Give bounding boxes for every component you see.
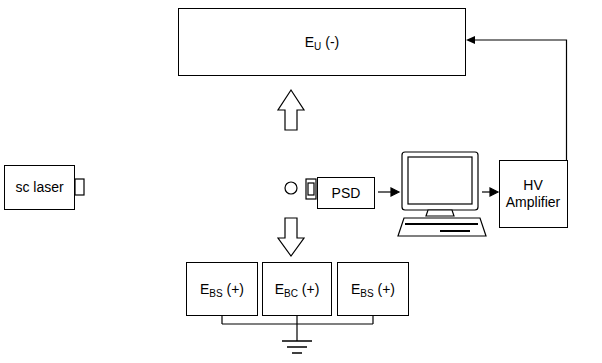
node-box: sc laser bbox=[4, 165, 75, 210]
arrow-head bbox=[490, 188, 498, 196]
node-box: EBS (+) bbox=[337, 262, 409, 316]
feedback-connector bbox=[466, 36, 567, 160]
node-label: EU (-) bbox=[305, 34, 339, 51]
force-arrow-up bbox=[278, 90, 304, 130]
node-box: PSD bbox=[317, 177, 375, 209]
laser-lens bbox=[75, 179, 84, 195]
node-box: EU (-) bbox=[178, 8, 466, 76]
computer-icon bbox=[398, 152, 486, 236]
node-box: HV Amplifier bbox=[499, 160, 568, 228]
node-label: EBS (+) bbox=[351, 281, 395, 298]
force-arrow-down bbox=[278, 218, 304, 256]
node-label: PSD bbox=[332, 185, 361, 202]
node-box: EBC (+) bbox=[262, 262, 332, 316]
ground-wiring bbox=[222, 316, 373, 353]
particle-circle bbox=[285, 182, 297, 194]
node-label: HV Amplifier bbox=[505, 177, 562, 211]
psd-lens bbox=[306, 179, 316, 199]
node-label: EBS (+) bbox=[200, 281, 244, 298]
node-label: sc laser bbox=[15, 179, 63, 196]
arrow-head bbox=[391, 188, 399, 196]
node-label: EBC (+) bbox=[275, 281, 320, 298]
psd-lens-inner bbox=[308, 183, 314, 195]
node-box: EBS (+) bbox=[186, 262, 258, 316]
